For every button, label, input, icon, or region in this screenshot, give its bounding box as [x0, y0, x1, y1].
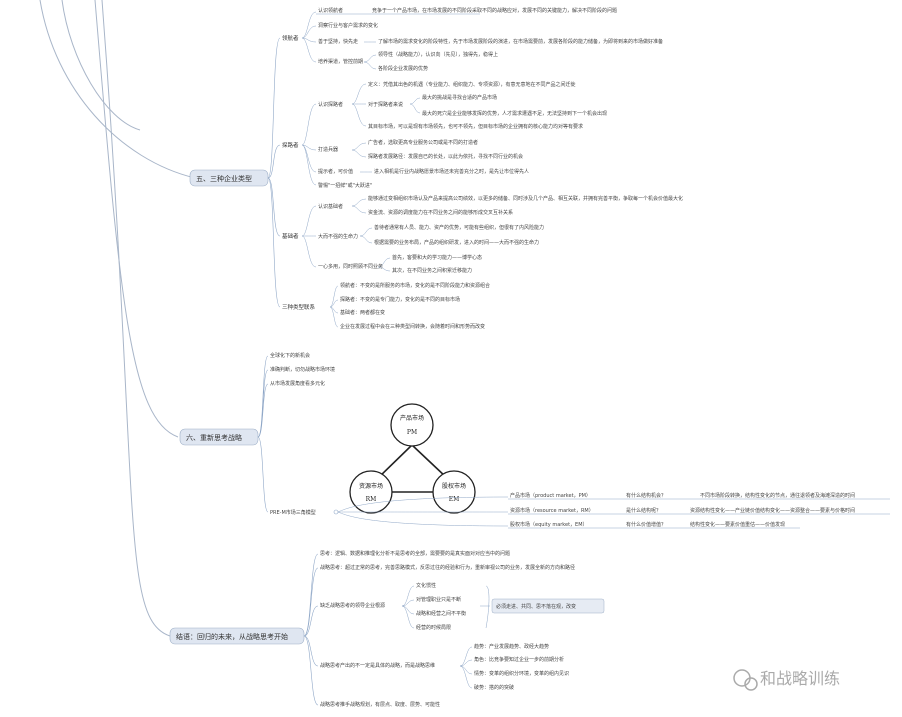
- opportunist-item-7: 打造兵器: [318, 146, 338, 153]
- mover-item-8: 首先，客要和大的学习能力——博学心态: [392, 254, 482, 261]
- mover-item-1: 认识基础者: [318, 203, 343, 210]
- opportunist-item-8: 广告者，选取更高专业服务公司或是不同的打造者: [368, 139, 478, 146]
- wechat-icon: [733, 669, 751, 687]
- end-trend-4: 破势：搭的的突破: [474, 684, 514, 691]
- s6-item-2: 准确判断，切勿战略市场环境: [270, 366, 335, 373]
- end-conclusion: 必须走进、共同、思不落在观，改变: [496, 603, 576, 610]
- navigator-item-4: 善于坚持，快先走: [318, 38, 358, 45]
- opportunist-item-1: 认识探路者: [318, 101, 343, 108]
- end-root-4: 经营的时候局限: [416, 624, 451, 631]
- navigator-item-5: 了解市场的需求变化的阶段特性，先于市场发展阶段的演进，在市场需要前，发展各阶段的…: [378, 38, 663, 45]
- market-pm-answer: 不同市场阶段转换，结构性变化的节点，通往退领者及海滩深造的时间: [700, 492, 855, 499]
- market-pm-question: 有什么结构机会？: [626, 492, 666, 499]
- s6-item-4: PRE-M市场三角模型: [270, 509, 316, 516]
- compare-item-2: 探路者：不变的是专门能力，变化的是不同的目标市场: [340, 296, 460, 303]
- opportunist-item-10: 提示者，可价值: [318, 168, 353, 175]
- section-five: 五、三种企业类型 领航者 认识领航者 竞争于一个产品市场，在市场发展的不同阶段采…: [189, 7, 683, 330]
- rm-circle: [349, 470, 393, 514]
- end-item-1: 思考：逻辑、数据和推理化分析不是思考的全部，需要要的是真实面对对应当中的问题: [320, 550, 510, 557]
- end-item-4: 战略思考产出的不一定是具体的战略，而是战略思维: [320, 662, 435, 669]
- mover-item-6: 根据需要的业务布局，产品的组织研发，进入的时间——大而不强的生命力: [374, 239, 539, 246]
- navigator-item-2: 竞争于一个产品市场，在市场发展的不同阶段采取不同的战略应对，发展不同的关键能力，…: [372, 7, 617, 14]
- section-six: 六、重新思考战略 全球化下的新机会 准确判断，切勿战略市场环境 从市场发展角度看…: [179, 352, 890, 529]
- market-pm-name: 产品市场（product market，PM）: [510, 492, 591, 499]
- pm-title: 产品市场: [400, 414, 424, 422]
- compare-label: 三种类型联系: [282, 303, 316, 311]
- end-item-5: 战略思考推手战略规划，有层点、取度、层势、可能性: [320, 701, 440, 708]
- opportunist-label: 探路者: [282, 141, 299, 149]
- navigator-item-3: 洞察行业与客户需求的变化: [318, 22, 378, 29]
- em-abbr: EM: [449, 496, 460, 503]
- section-end-title: 结语：回归的未来，从战略思考开始: [176, 632, 288, 641]
- pm-abbr: PM: [407, 429, 417, 436]
- navigator-item-8: 各阶段企业发展的优势: [378, 65, 428, 72]
- end-root-3: 战略和经营之间不平衡: [416, 610, 466, 617]
- end-trend-3: 情势：变革的组织分环境，变革的组内见识: [474, 670, 569, 677]
- em-circle: [432, 470, 476, 514]
- watermark: 和战略训练: [733, 669, 840, 691]
- s6-item-3: 从市场发展角度看多元化: [270, 380, 325, 387]
- end-root-1: 文化惯性: [416, 582, 436, 589]
- opportunist-item-9: 探路者发展路径：发展自已的长处，以此为依托，寻找不同行业的机会: [368, 153, 523, 160]
- market-rm-question: 是什么结构呢？: [626, 507, 661, 514]
- mover-item-7: 一心多用，同时照顾不同业务: [318, 263, 383, 270]
- section-six-title: 六、重新思考战略: [186, 433, 242, 442]
- section-end: 结语：回归的未来，从战略思考开始 思考：逻辑、数据和推理化分析不是思考的全部，需…: [169, 550, 605, 708]
- rm-abbr: RM: [366, 496, 377, 503]
- navigator-item-7: 领导性（战略能力），认识向（先见），独得先，稳得上: [378, 51, 498, 58]
- market-em-question: 有什么价值增值？: [626, 521, 666, 528]
- em-title: 股权市场: [442, 482, 466, 490]
- pm-circle: [390, 403, 434, 447]
- mover-item-5: 善待者通常有人员、能力、资产的优势，可能有些组织，但很有了内风险能力: [374, 224, 544, 231]
- market-em-name: 股权市场（equity market，EM）: [510, 521, 588, 528]
- market-em-answer: 结构性变化——要素价值重估——价值发现: [690, 521, 785, 528]
- watermark-text: 和战略训练: [760, 669, 840, 688]
- navigator-label: 领航者: [282, 34, 299, 42]
- market-rm-name: 资源市场（resource market，RM）: [510, 507, 594, 514]
- mover-item-4: 大而不强的生命力: [318, 233, 358, 240]
- mover-item-3: 资金流、资源的调度能力在不同业务之间的能够形成交叉互补关系: [368, 209, 513, 216]
- root-branches: [39, 0, 196, 637]
- end-conclusion-box: [491, 598, 605, 614]
- opportunist-item-2: 定义：凭借其出色的机遇（专业能力、组织能力、专项资源），有意无意地在不同产品之间…: [368, 81, 576, 88]
- mover-item-9: 其次，在不同业务之间积累迁移能力: [392, 267, 472, 274]
- opportunist-item-6: 其目标市场，可以是现有市场领先，也可不领先，但目标市场的企业拥有的核心能力均对等…: [368, 123, 583, 130]
- mover-item-2: 能够通过变相组织市场认及产品来提高公司绩效，以更多的储备、同时涉及几个产品、相互…: [368, 195, 683, 202]
- rm-title: 资源市场: [359, 482, 383, 490]
- s6-item-1: 全球化下的新机会: [270, 352, 310, 359]
- market-rm-answer: 资源结构性变化——产业链价值结构变化——资源整合——要素与价格时间: [690, 507, 855, 514]
- opportunist-item-3: 对于探路者来说: [368, 101, 403, 108]
- end-item-3: 缺乏战略思考的领导企业根源: [320, 602, 385, 609]
- opportunist-item-12: 警惕"一招鲜"或"大跃进": [318, 182, 372, 189]
- section-five-title: 五、三种企业类型: [196, 174, 252, 183]
- mover-label: 基础者: [282, 232, 299, 240]
- compare-item-4: 企业在发展过程中会在三种类型间转换，会随着时间和形势而改变: [340, 323, 485, 330]
- end-item-2: 战略思考：超过正常的思考，完善思路模式，反思过往的经验和行为，重新审视公司的业务…: [320, 564, 575, 571]
- opportunist-item-11: 进入相机是行业内战略愿景市场还未完善充分之时，是先让市位得先人: [374, 168, 529, 175]
- end-root-2: 对管理职业只是不断: [416, 596, 461, 603]
- navigator-item-1: 认识领航者: [318, 7, 343, 14]
- navigator-item-6: 培养渠道，管控前期: [318, 58, 363, 65]
- compare-item-1: 领航者：不变的是所服务的市场，变化的是不同阶段能力和资源组合: [340, 282, 490, 289]
- end-trend-1: 趋势：产业发展趋势、政经大趋势: [474, 643, 549, 650]
- opportunist-item-5: 最大的死穴是企业能够发挥的优势，人才需求遭遇不足，无法坚持到下一个机会出现: [422, 110, 607, 117]
- opportunist-item-4: 最大的挑战是寻找合适的产品市场: [422, 94, 497, 101]
- end-trend-2: 角色：比竞争要知过企业一步的前期分析: [474, 656, 564, 663]
- compare-item-3: 基础者：两者都在变: [340, 309, 385, 316]
- prem-triangle: 产品市场 PM 资源市场 RM 股权市场 EM: [349, 403, 476, 514]
